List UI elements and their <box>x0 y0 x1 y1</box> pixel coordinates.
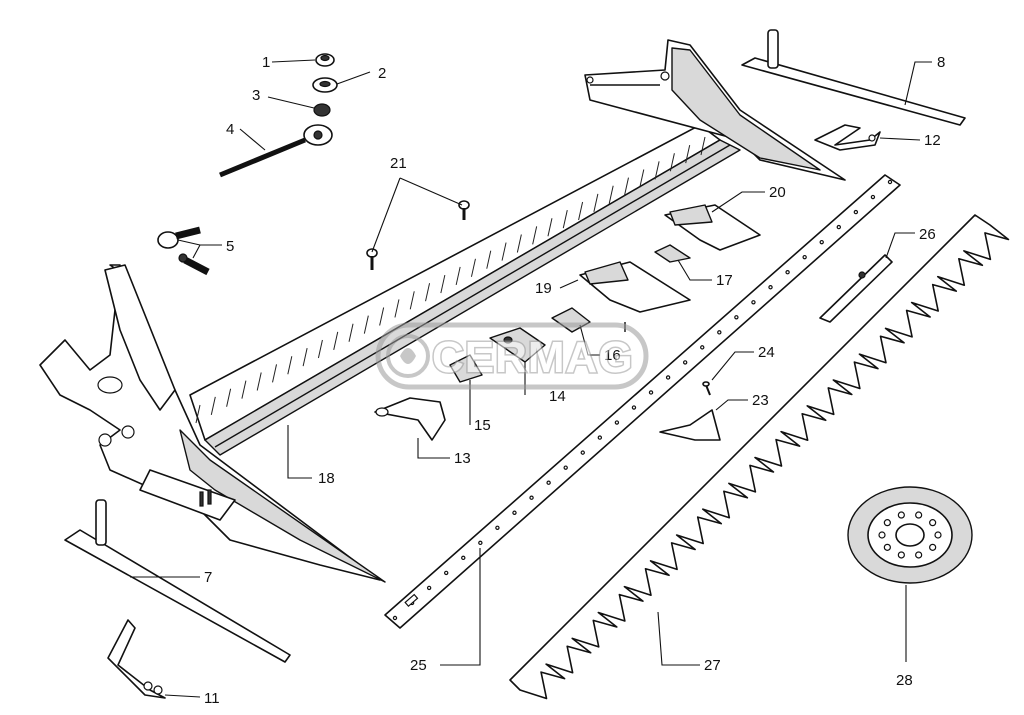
callout-13: 13 <box>454 450 471 467</box>
inner-shoe <box>39 264 386 583</box>
callout-28: 28 <box>896 672 913 689</box>
callout-5: 5 <box>226 238 234 255</box>
nut-3 <box>313 103 331 117</box>
callout-12: 12 <box>924 132 941 149</box>
screw-21 <box>366 200 470 270</box>
arm-26 <box>819 254 893 323</box>
callout-23: 23 <box>752 392 769 409</box>
bracket-11 <box>107 619 166 699</box>
callout-27: 27 <box>704 657 721 674</box>
rivet-24 <box>702 381 711 396</box>
guard-19 <box>579 261 691 313</box>
clutch-disc <box>847 486 973 584</box>
guard-20 <box>664 204 761 251</box>
cutter-bar <box>189 124 741 456</box>
cutter-bar-rivets <box>195 136 706 424</box>
bracket-23 <box>659 409 721 441</box>
callout-18: 18 <box>318 470 335 487</box>
holder-13 <box>374 397 446 441</box>
callout-16: 16 <box>604 347 621 364</box>
callout-3: 3 <box>252 87 260 104</box>
washer-2 <box>312 77 338 93</box>
plate-17 <box>654 244 691 263</box>
clip-15 <box>449 354 483 383</box>
callout-numbers: 1 2 3 4 5 7 8 11 12 13 14 15 16 17 18 19… <box>204 54 945 707</box>
outer-shoe <box>584 39 846 181</box>
clip-14 <box>489 327 546 363</box>
knife-sections <box>509 214 1010 700</box>
plate-16 <box>551 307 626 333</box>
callout-19: 19 <box>535 280 552 297</box>
callout-4: 4 <box>226 121 234 138</box>
callout-2: 2 <box>378 65 386 82</box>
callout-7: 7 <box>204 569 212 586</box>
callout-11: 11 <box>204 690 220 707</box>
callout-15: 15 <box>474 417 491 434</box>
callout-26: 26 <box>919 226 936 243</box>
callout-8: 8 <box>937 54 945 71</box>
callout-17: 17 <box>716 272 733 289</box>
bracket-12 <box>814 124 881 151</box>
callout-1: 1 <box>262 54 270 71</box>
callout-14: 14 <box>549 388 566 405</box>
callout-20: 20 <box>769 184 786 201</box>
eye-bolt-4 <box>219 124 333 178</box>
bolt-5 <box>157 226 210 276</box>
nut-1 <box>315 53 335 67</box>
leader-lines <box>130 59 932 698</box>
cermag-watermark: CERMAG <box>375 322 649 390</box>
callout-21: 21 <box>390 155 407 172</box>
rail-holes <box>392 179 893 621</box>
callout-24: 24 <box>758 344 775 361</box>
rod-8 <box>741 29 966 126</box>
disc-rivets <box>878 511 942 559</box>
knife-back-rail <box>384 174 901 629</box>
callout-25: 25 <box>410 657 427 674</box>
watermark-text: CERMAG <box>432 333 634 382</box>
rod-7 <box>64 499 291 663</box>
